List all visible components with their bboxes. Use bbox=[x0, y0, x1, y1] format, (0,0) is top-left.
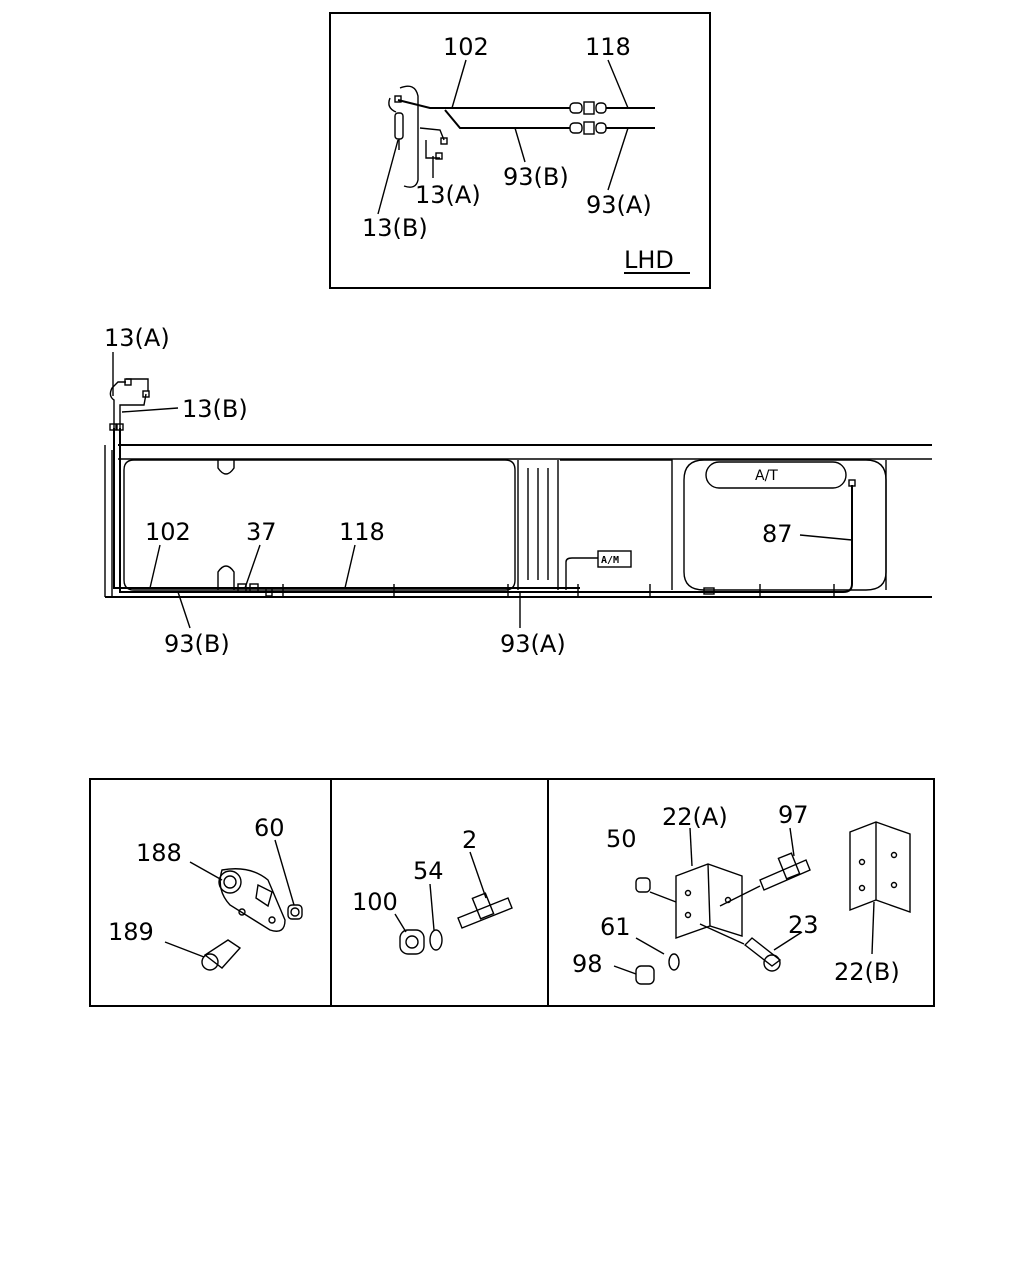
washer-61 bbox=[668, 953, 680, 971]
frame-view: A/T A/M bbox=[104, 324, 932, 658]
label-93a-main: 93(A) bbox=[500, 630, 566, 658]
label-2: 2 bbox=[462, 826, 477, 854]
bracket-188 bbox=[219, 868, 286, 932]
label-13b-inset: 13(B) bbox=[362, 214, 428, 242]
hose-cluster-inset bbox=[388, 85, 448, 188]
label-87-main: 87 bbox=[762, 520, 793, 548]
region-label-lhd: LHD bbox=[624, 246, 674, 274]
label-102-main: 102 bbox=[145, 518, 191, 546]
bracket-188-group bbox=[164, 839, 303, 971]
label-13a-inset: 13(A) bbox=[415, 181, 481, 209]
at-box-label: A/T bbox=[755, 468, 778, 484]
pipe-102-inset bbox=[397, 99, 570, 109]
fittings-group bbox=[394, 851, 513, 955]
label-22a: 22(A) bbox=[662, 803, 728, 831]
label-93b-main: 93(B) bbox=[164, 630, 230, 658]
label-188: 188 bbox=[136, 839, 182, 867]
bolt-189 bbox=[203, 939, 242, 969]
label-54: 54 bbox=[413, 857, 444, 885]
label-22b: 22(B) bbox=[834, 958, 900, 986]
nut-60 bbox=[287, 904, 303, 920]
nut-98 bbox=[635, 965, 655, 985]
couplers-inset bbox=[569, 101, 607, 135]
main-leaders bbox=[112, 352, 853, 629]
pipe-93b-run bbox=[119, 428, 853, 593]
label-61: 61 bbox=[600, 913, 631, 941]
label-93b-inset: 93(B) bbox=[503, 163, 569, 191]
am-box-label: A/M bbox=[601, 555, 619, 566]
am-box bbox=[597, 550, 632, 568]
label-189: 189 bbox=[108, 918, 154, 946]
label-50: 50 bbox=[606, 825, 637, 853]
bracket-22b bbox=[849, 821, 911, 913]
nut-50 bbox=[635, 877, 651, 893]
pipe-102-run bbox=[113, 428, 580, 589]
brackets-group bbox=[613, 821, 911, 985]
label-13a-main: 13(A) bbox=[104, 324, 170, 352]
label-118-main: 118 bbox=[339, 518, 385, 546]
label-13b-main: 13(B) bbox=[182, 395, 248, 423]
label-98: 98 bbox=[572, 950, 603, 978]
label-100: 100 bbox=[352, 888, 398, 916]
stop-upper bbox=[217, 460, 235, 475]
label-118-inset: 118 bbox=[585, 33, 631, 61]
inset-leaders bbox=[377, 59, 629, 215]
label-23: 23 bbox=[788, 911, 819, 939]
bolt-23 bbox=[743, 937, 782, 967]
label-97: 97 bbox=[778, 801, 809, 829]
at-box bbox=[705, 461, 847, 489]
lhd-inset: 102 118 93(B) 13(A) 93(A) 13(B) LHD bbox=[329, 12, 711, 289]
parts-panel: 188 60 189 2 54 100 bbox=[89, 778, 935, 1007]
union-2 bbox=[457, 897, 513, 929]
stop-lower bbox=[217, 565, 235, 590]
label-37-main: 37 bbox=[246, 518, 277, 546]
inset-frame bbox=[329, 12, 711, 289]
label-93a-inset: 93(A) bbox=[586, 191, 652, 219]
washer-54 bbox=[429, 929, 443, 951]
nut-100 bbox=[399, 929, 425, 955]
hose-top-left bbox=[109, 378, 150, 431]
bolt-97 bbox=[759, 859, 811, 891]
pipe-fittings bbox=[237, 583, 835, 597]
label-102-inset: 102 bbox=[443, 33, 489, 61]
parts-frame bbox=[89, 778, 935, 1007]
pipe-93b-inset bbox=[444, 109, 570, 129]
label-60: 60 bbox=[254, 814, 285, 842]
